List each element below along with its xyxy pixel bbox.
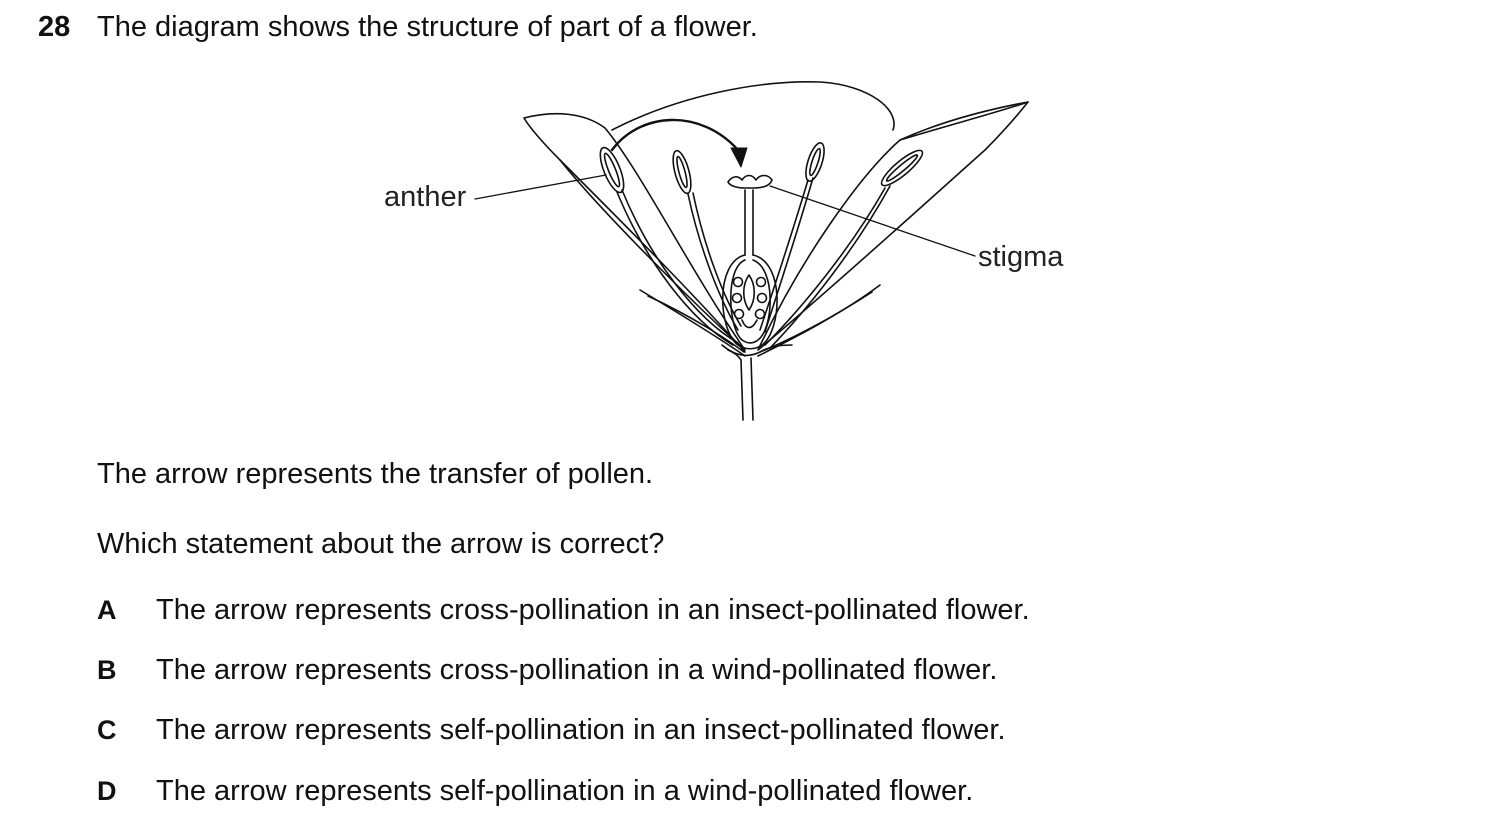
option-d-letter[interactable]: D (97, 776, 117, 806)
anther-label-line (474, 174, 607, 200)
anther-mid-right (805, 142, 825, 182)
anther-left (599, 146, 625, 194)
back-petal (611, 81, 895, 131)
filament-mid-right (759, 179, 809, 331)
filament-left (616, 191, 734, 346)
question-prompt: Which statement about the arrow is corre… (97, 528, 665, 560)
option-c-letter[interactable]: C (97, 715, 117, 745)
arrow-statement: The arrow represents the transfer of pol… (97, 458, 654, 490)
ovary (721, 254, 778, 350)
stigma-head (727, 174, 773, 189)
pollen-transfer-arrow (610, 118, 740, 152)
option-a-letter[interactable]: A (97, 595, 117, 625)
question-number: 28 (38, 11, 71, 43)
stalk (740, 359, 744, 421)
option-b-text[interactable]: The arrow represents cross-pollination i… (156, 654, 998, 686)
question-stem: The diagram shows the structure of part … (97, 11, 758, 43)
option-c-text[interactable]: The arrow represents self-pollination in… (156, 714, 1006, 746)
option-b-letter[interactable]: B (97, 655, 117, 685)
filament-right (764, 187, 886, 346)
stigma-label: stigma (978, 241, 1064, 273)
right-petal (757, 101, 1029, 351)
filament-mid-left (687, 193, 739, 331)
option-a-text[interactable]: The arrow represents cross-pollination i… (156, 594, 1030, 626)
option-d-text[interactable]: The arrow represents self-pollination in… (156, 775, 974, 807)
style (744, 189, 754, 256)
anther-right (880, 149, 924, 187)
ovule (742, 274, 756, 311)
stigma-label-line (769, 185, 976, 257)
arrowhead-icon (730, 147, 748, 168)
anther-label: anther (384, 181, 467, 213)
flower-diagram: anther stigma (360, 70, 1100, 430)
anther-mid-left (672, 149, 692, 195)
